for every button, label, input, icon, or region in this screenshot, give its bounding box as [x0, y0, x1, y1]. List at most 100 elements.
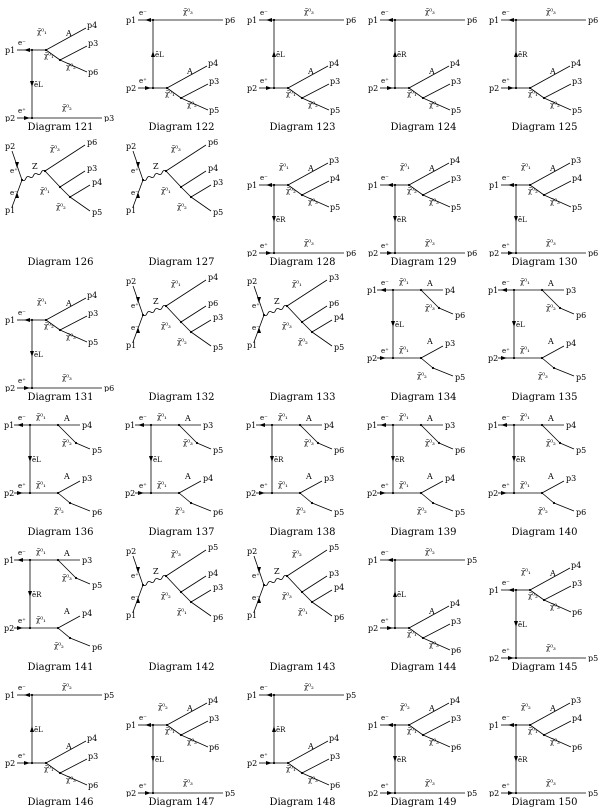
selectron-label: ẽL	[516, 321, 525, 329]
selectron-label: ẽR	[516, 456, 526, 464]
arrow-head	[380, 288, 386, 292]
electron-label: e⁻	[131, 324, 139, 332]
propagator-line	[57, 627, 71, 639]
arrow-head	[17, 491, 23, 495]
arrow-head	[136, 297, 140, 303]
arrow-head	[17, 626, 23, 630]
momentum-label: p2	[367, 489, 377, 498]
momentum-label: p2	[246, 489, 256, 498]
photon-label: A	[547, 414, 554, 423]
propagator-line	[59, 758, 88, 774]
arrow-head	[514, 216, 518, 222]
propagator-line	[180, 321, 192, 333]
vertex-dot	[28, 558, 32, 562]
propagator-line	[59, 59, 88, 73]
momentum-label: p5	[104, 691, 114, 700]
arrow-head	[508, 183, 514, 187]
neutralino-label: χ̃⁰₂	[528, 186, 538, 195]
arrow-head	[380, 491, 386, 495]
neutralino-label: χ̃⁰₂	[177, 202, 187, 211]
momentum-label: p6	[576, 311, 586, 320]
neutralino-label: χ̃⁰₁	[165, 726, 175, 735]
arrow-head	[393, 51, 397, 57]
momentum-label: p5	[213, 446, 223, 455]
momentum-label: p3	[571, 696, 581, 705]
vertex-dot	[44, 761, 48, 765]
neutralino-label: χ̃⁰₁	[520, 412, 530, 421]
propagator-line	[422, 194, 451, 208]
momentum-label: p1	[489, 721, 499, 730]
propagator-line	[543, 194, 572, 208]
momentum-label: p3	[451, 714, 461, 723]
electron-label: e⁻	[260, 174, 268, 182]
momentum-label: p1	[247, 16, 257, 25]
momentum-label: p1	[126, 16, 136, 25]
neutralino-label: χ̃⁰₂	[286, 186, 296, 195]
neutralino-label: χ̃⁰₁	[165, 89, 175, 98]
propagator-line	[59, 315, 88, 331]
photon-label: A	[63, 549, 70, 558]
propagator-line	[180, 305, 207, 323]
positron-label: e⁺	[381, 77, 389, 85]
selectron-label: ẽL	[34, 351, 43, 359]
propagator-line	[432, 502, 454, 512]
neutralino-label: χ̃⁰₂	[296, 506, 306, 515]
momentum-label: p5	[88, 338, 98, 347]
photon-label: A	[428, 67, 435, 76]
photon-label: A	[186, 704, 193, 713]
momentum-label: p2	[5, 114, 15, 122]
positron-label: e⁺	[502, 347, 510, 355]
electron-label: e⁻	[381, 549, 389, 557]
momentum-label: p2	[367, 354, 377, 363]
momentum-label: p2	[126, 547, 136, 556]
propagator-line	[44, 144, 86, 172]
selectron-label: ẽL	[34, 81, 43, 89]
diagram-caption: Diagram 141	[27, 662, 94, 673]
propagator-line	[180, 575, 207, 593]
diagram-caption: Diagram 121	[27, 122, 94, 133]
neutralino-label: χ̃⁰₁	[37, 27, 47, 36]
momentum-label: p4	[208, 696, 218, 705]
momentum-label: p3	[209, 77, 219, 86]
momentum-label: p1	[126, 206, 136, 215]
positron-label: e⁺	[18, 482, 26, 490]
neutralino-label: χ̃⁰₁	[520, 345, 530, 354]
momentum-label: p6	[572, 608, 582, 617]
diagram-caption: Diagram 150	[511, 797, 578, 808]
momentum-label: p1	[368, 721, 378, 730]
electron-label: e⁻	[381, 174, 389, 182]
neutralino-label: χ̃⁰₃	[304, 438, 314, 447]
momentum-label: p2	[489, 654, 499, 662]
neutralino-label: χ̃⁰₂	[56, 202, 66, 211]
neutralino-label: χ̃⁰₃	[62, 373, 72, 382]
propagator-line	[287, 162, 329, 186]
momentum-label: p3	[445, 421, 455, 430]
positron-label: e⁺	[260, 77, 268, 85]
arrow-head	[17, 558, 23, 562]
propagator-line	[287, 184, 303, 196]
neutralino-label: χ̃⁰₂	[158, 702, 168, 711]
electron-label: e⁻	[10, 189, 18, 197]
z-boson-line	[263, 575, 288, 586]
momentum-label: p4	[334, 583, 344, 592]
propagator-line	[559, 307, 575, 315]
momentum-label: p1	[247, 341, 257, 350]
propagator-line	[543, 83, 572, 99]
propagator-line	[299, 492, 313, 504]
arrow-head	[15, 162, 19, 168]
propagator-line	[165, 305, 182, 323]
photon-label: A	[305, 472, 312, 481]
arrow-head	[145, 791, 151, 795]
momentum-label: p5	[572, 106, 582, 115]
